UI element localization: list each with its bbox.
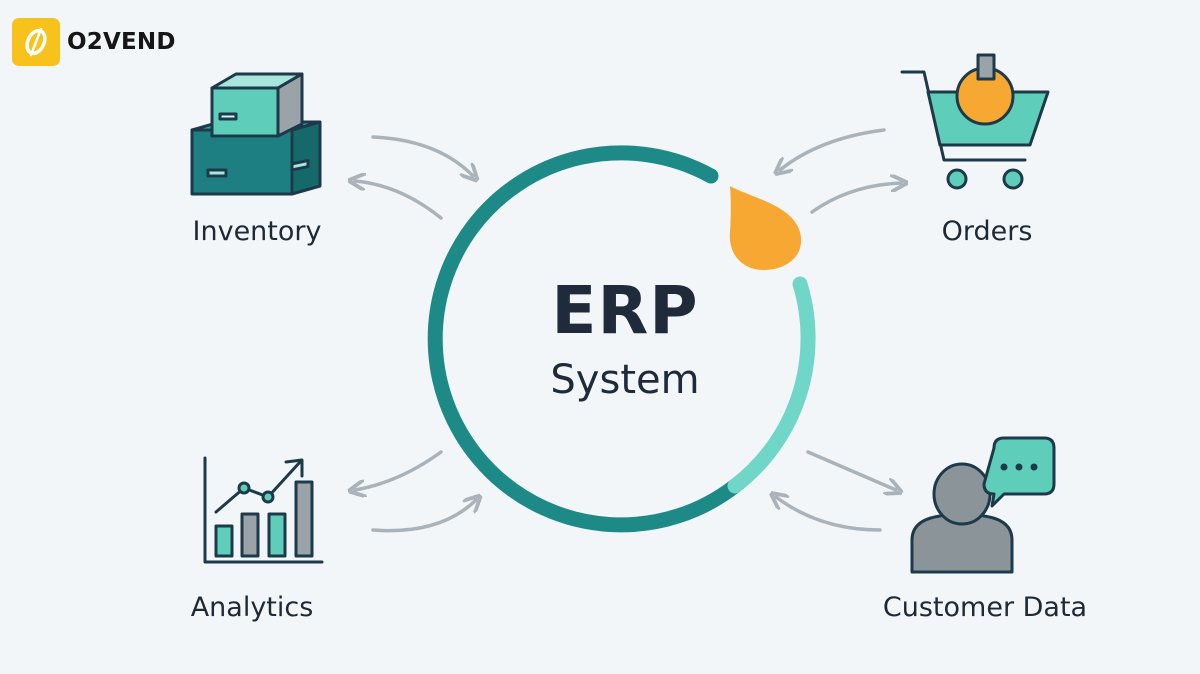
arrow-orders-to-erp <box>780 128 886 170</box>
orders-label: Orders <box>941 216 1033 247</box>
boxes-icon <box>190 72 322 196</box>
customer-data-label: Customer Data <box>882 592 1088 623</box>
bar-chart-icon <box>203 456 324 564</box>
analytics-label: Analytics <box>190 592 314 623</box>
erp-title: ERP <box>551 272 699 349</box>
shopping-cart-icon <box>900 53 1050 190</box>
orange-drop-icon <box>729 186 802 270</box>
o2vend-logo-icon <box>12 18 60 66</box>
arrow-inventory-to-erp <box>371 135 473 176</box>
arrow-analytics-to-erp <box>371 500 476 533</box>
arrow-customer-data-to-erp <box>776 497 882 532</box>
erp-subtitle: System <box>550 357 700 403</box>
arrow-erp-to-customer-data <box>806 450 896 490</box>
customer-chat-icon <box>910 436 1056 574</box>
arrow-erp-to-inventory <box>355 181 443 220</box>
brand: O2VEND <box>12 18 176 66</box>
brand-name: O2VEND <box>67 29 176 55</box>
arrow-erp-to-orders <box>810 183 901 214</box>
erp-ring <box>427 145 816 533</box>
arrow-erp-to-analytics <box>355 450 443 490</box>
inventory-label: Inventory <box>192 216 322 247</box>
